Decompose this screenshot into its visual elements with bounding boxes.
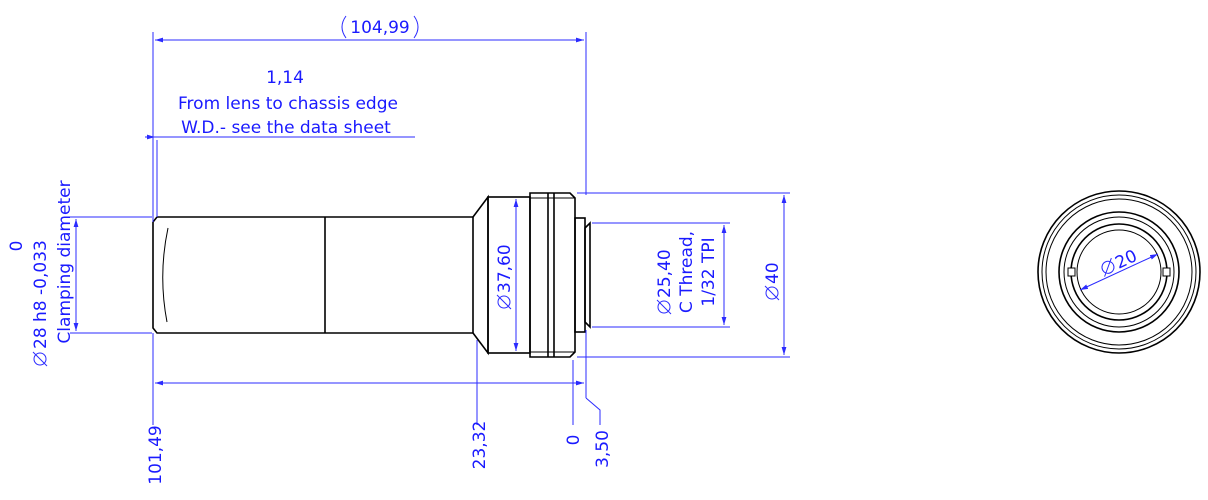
diameter-slash [496, 294, 512, 310]
pos-zero-label: 0 [564, 435, 584, 446]
end-view-notch-right [1162, 267, 1171, 277]
end-view-diameter-group: 20 [1101, 246, 1140, 277]
dimension-lens-offset: 1,14 From lens to chassis edge W.D.- see… [145, 68, 415, 217]
clamp-diameter-label: 28 h8 -0,033 [31, 240, 51, 349]
grip-ring-outline [529, 192, 576, 358]
lens-curve [162, 227, 169, 323]
end-view-outer-ring [1037, 190, 1201, 354]
outer-diameter-label: 40 [763, 262, 783, 284]
paren-right [413, 15, 419, 39]
pos-thread-end-label: 3,50 [593, 430, 613, 468]
overall-length-box [338, 15, 422, 39]
end-view-ring-4 [1058, 211, 1180, 333]
lens-note-2: W.D.- see the data sheet [181, 118, 391, 138]
diameter-slash [32, 351, 48, 367]
lens-offset-label: 1,14 [266, 68, 304, 88]
end-view-diameter-label: 20 [1112, 246, 1140, 273]
taper-outline [472, 194, 489, 356]
thread-outline [584, 221, 591, 329]
dimension-baseline: 101,49 23,32 0 3,50 [146, 330, 613, 485]
dimension-outer-diameter: 40 [577, 192, 790, 358]
thread-type-label: C Thread, [677, 231, 697, 313]
thread-diameter-group: 25,40 [655, 249, 675, 315]
clamp-diameter-group: 28 h8 -0,033 [31, 240, 51, 367]
step-outline [574, 217, 586, 333]
side-view [152, 192, 591, 358]
end-view: 20 [1037, 190, 1201, 354]
pos-flange-label: 23,32 [470, 421, 490, 470]
dimension-thread: 25,40 C Thread, 1/32 TPI [592, 222, 730, 328]
diameter-slash [764, 285, 780, 301]
dimension-flange-diameter: 37,60 [495, 199, 519, 351]
thread-diameter-label: 25,40 [655, 249, 675, 298]
diameter-slash [656, 299, 672, 315]
diameter-symbol-icon [33, 352, 47, 366]
end-view-ring-5 [1063, 216, 1175, 328]
clamping-body-outline [152, 216, 474, 334]
end-view-ring-2 [1041, 194, 1197, 350]
clamp-tolerance-upper: 0 [7, 241, 27, 252]
overall-length-label: 104,99 [350, 18, 409, 38]
thread-pitch-label: 1/32 TPI [699, 237, 719, 306]
diameter-symbol-icon [1101, 260, 1115, 274]
diameter-symbol-icon [765, 286, 779, 300]
dimension-overall-length: 104,99 [152, 15, 587, 222]
pos-lens-label: 101,49 [146, 425, 166, 484]
dimension-clamping-diameter: 0 28 h8 -0,033 Clamping diameter [7, 180, 152, 367]
outer-diameter-group: 40 [763, 262, 783, 301]
clamp-caption: Clamping diameter [55, 180, 75, 343]
thread-leader [585, 397, 601, 425]
end-view-ring-7 [1076, 229, 1162, 315]
flange-diameter-label: 37,60 [495, 244, 515, 293]
diameter-symbol-icon [497, 295, 511, 309]
paren-left [341, 15, 347, 39]
end-view-dim-line [1079, 253, 1159, 291]
diameter-symbol-icon [657, 300, 671, 314]
end-view-notch-left [1067, 267, 1076, 277]
diameter-slash [1104, 257, 1112, 277]
flange-diameter-group: 37,60 [495, 244, 515, 310]
end-view-ring-3 [1045, 198, 1193, 346]
lens-note-1: From lens to chassis edge [178, 94, 398, 114]
